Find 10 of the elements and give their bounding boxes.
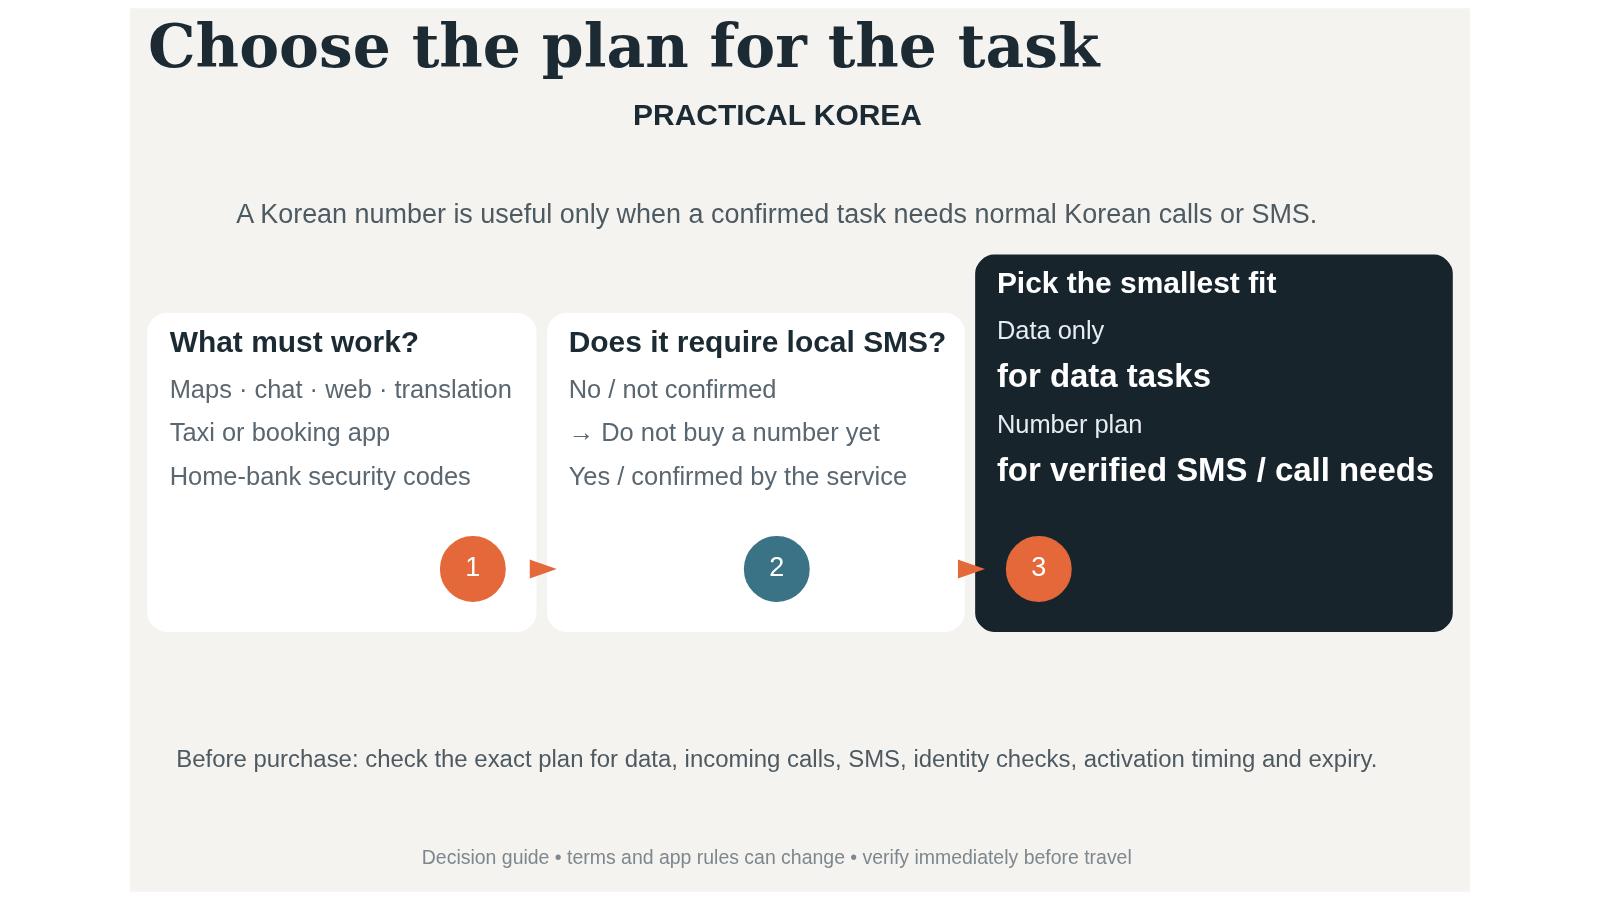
label: A Korean number is useful only when a confirmed task needs normal Korean calls or SMS. — [236, 199, 1318, 230]
node-circle: 2 — [743, 536, 810, 602]
label: Before purchase: check the exact plan for data, incoming calls, SMS, identity checks, activation timing and expiry. — [176, 745, 1378, 773]
diagram-title: Choose the plan for the task — [147, 10, 1100, 81]
node-circle: 3 — [1005, 536, 1072, 602]
arrow — [529, 559, 557, 579]
label: Decision guide • terms and app rules can change • verify immediately before travel — [421, 845, 1132, 868]
label: PRACTICAL KOREA — [633, 98, 922, 132]
node-circle: 1 — [439, 536, 506, 602]
arrow — [957, 559, 985, 579]
